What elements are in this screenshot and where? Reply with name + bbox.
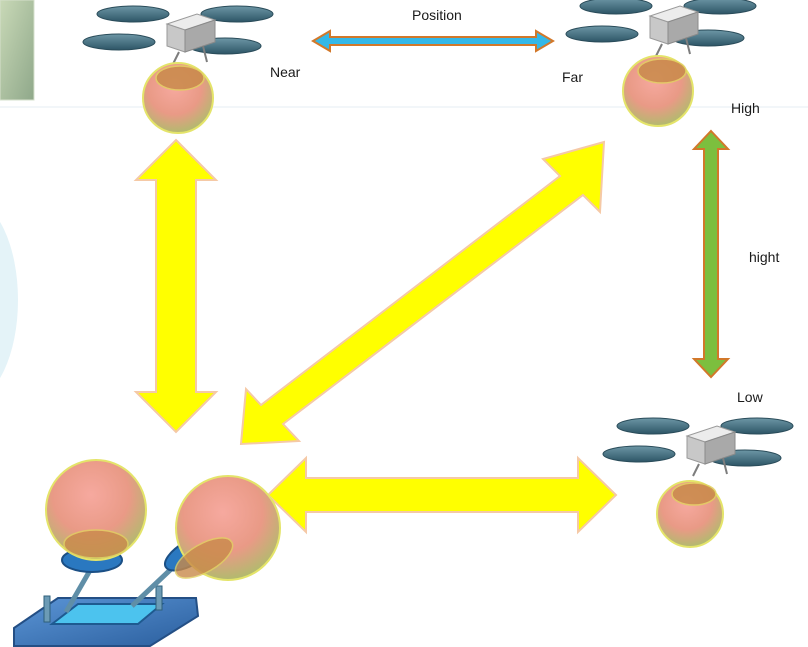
drone-far bbox=[565, 0, 757, 127]
arrow-diagonal bbox=[239, 140, 606, 446]
drone-icon bbox=[565, 0, 757, 57]
drone-icon bbox=[82, 5, 274, 65]
background-circle bbox=[0, 221, 18, 379]
high-label: High bbox=[731, 100, 760, 116]
arrow-vertical-left bbox=[133, 138, 219, 434]
near-label: Near bbox=[270, 64, 301, 80]
ground-station bbox=[13, 459, 281, 647]
position-arrow bbox=[311, 29, 555, 53]
drone-icon bbox=[602, 417, 794, 477]
background-decoration bbox=[0, 0, 808, 379]
far-label: Far bbox=[562, 69, 583, 85]
low-label: Low bbox=[737, 389, 763, 405]
drone-near bbox=[82, 5, 274, 134]
drone-low bbox=[602, 417, 794, 548]
person-photo bbox=[0, 0, 34, 100]
height-arrow bbox=[691, 129, 731, 379]
position-label: Position bbox=[412, 7, 462, 23]
hight-label: hight bbox=[749, 249, 780, 265]
arrow-horizontal-bottom bbox=[266, 455, 618, 535]
